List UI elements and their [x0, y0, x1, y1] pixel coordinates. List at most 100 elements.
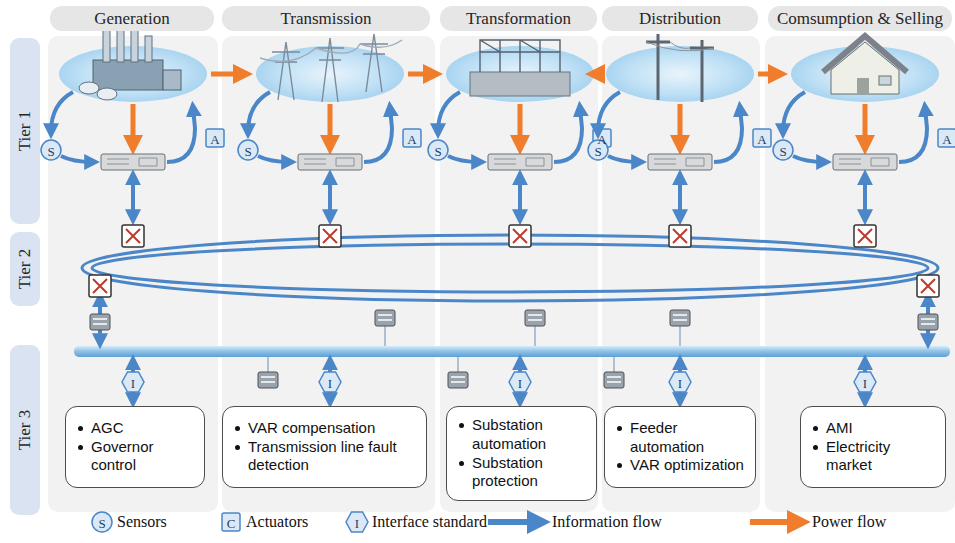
info-arrow	[608, 156, 640, 162]
info-arrow	[863, 178, 867, 218]
symbol-letter: A	[210, 132, 219, 145]
sensor-symbol	[238, 140, 258, 160]
power-flow-arrow	[863, 104, 868, 146]
interface-symbol	[319, 372, 341, 392]
stage-header: Transformation	[440, 6, 597, 31]
tier-label: Tier 1	[15, 111, 35, 151]
server-icon	[451, 376, 465, 378]
header-text: Generation	[94, 9, 170, 29]
controller-device	[488, 154, 552, 170]
server-icon	[375, 310, 395, 326]
router-icon	[323, 229, 337, 243]
info-arrow	[328, 178, 332, 218]
symbol-letter: S	[47, 144, 54, 157]
server-icon	[93, 323, 107, 325]
interface-symbol	[669, 372, 691, 392]
server-icon	[604, 372, 624, 388]
router-icon	[513, 229, 527, 243]
legend-sample	[92, 512, 112, 532]
server-icon	[918, 314, 938, 330]
bullet-text: AMI	[826, 419, 853, 438]
info-arrow	[863, 363, 867, 401]
tier-band: Tier 3	[10, 345, 40, 515]
bullet-dot	[617, 426, 622, 431]
bullet-row: Feeder automation	[617, 419, 745, 457]
controller-device	[494, 158, 544, 166]
bullet-row: VAR optimization	[617, 456, 745, 475]
info-arrow	[518, 178, 522, 218]
symbol-letter: I	[518, 376, 522, 389]
info-arrow	[518, 363, 522, 401]
bullet-text: VAR compensation	[248, 419, 375, 438]
stage-header: Comsumption & Selling	[768, 6, 952, 31]
legend-text: Sensors	[117, 513, 167, 531]
header-text: Distribution	[639, 9, 721, 29]
info-arrow	[167, 108, 195, 162]
tier-label: Tier 2	[15, 249, 35, 289]
server-link	[614, 357, 615, 372]
stage-header: Transmission	[222, 6, 430, 31]
router-icon	[89, 275, 111, 297]
controller-device	[298, 154, 362, 170]
symbol-letter: A	[942, 132, 951, 145]
info-arrow	[61, 156, 93, 162]
bullet-dot	[459, 461, 464, 466]
power-flow-arrow	[131, 104, 136, 146]
legend-sample	[488, 519, 540, 525]
server-icon	[261, 381, 275, 383]
bullet-row: VAR compensation	[235, 419, 416, 438]
site-halo	[606, 46, 754, 102]
bullet-row: Substation automation	[459, 416, 586, 454]
application-box: Feeder automationVAR optimization	[604, 406, 756, 488]
bullet-text: Electricity market	[826, 438, 935, 476]
symbol-letter: S	[244, 144, 251, 157]
symbol-letter: S	[434, 144, 441, 157]
bullet-text: Governor control	[91, 438, 194, 476]
actuator-symbol	[403, 129, 421, 147]
symbol-letter: I	[131, 376, 135, 389]
bullet-text: VAR optimization	[630, 456, 744, 475]
router-icon	[917, 275, 939, 297]
router-icon	[319, 225, 341, 247]
power-flow-arrow	[518, 104, 523, 146]
info-arrow	[328, 363, 332, 401]
server-link	[268, 357, 269, 372]
power-flow-arrow	[328, 104, 333, 146]
symbol-letter: I	[328, 376, 332, 389]
controller-device	[101, 154, 165, 170]
server-icon	[528, 319, 542, 321]
application-box: Substation automationSubstation protecti…	[446, 406, 597, 501]
legend-sample	[750, 519, 800, 525]
symbol-letter: S	[779, 144, 786, 157]
info-arrow	[131, 178, 135, 218]
symbol-letter: A	[407, 132, 416, 145]
application-box: AGCGovernor control	[65, 406, 205, 488]
router-icon	[858, 229, 872, 243]
power-flow-arrow	[678, 104, 683, 146]
header-text: Transmission	[280, 9, 371, 29]
interface-symbol	[854, 372, 876, 392]
info-arrow	[598, 92, 620, 132]
bullet-dot	[813, 445, 818, 450]
tier-band: Tier 1	[10, 38, 40, 224]
sensor-symbol	[41, 140, 61, 160]
power-flow-arrow	[211, 72, 244, 77]
actuator-symbol	[753, 129, 771, 147]
bullet-row: AMI	[813, 419, 935, 438]
symbol-letter: I	[863, 376, 867, 389]
symbol-letter: C	[227, 516, 236, 529]
server-icon	[451, 381, 465, 383]
info-arrow	[714, 108, 742, 162]
router-icon	[126, 229, 140, 243]
actuator-symbol	[206, 129, 224, 147]
controller-device	[654, 158, 704, 166]
stage-header: Distribution	[602, 6, 758, 31]
server-icon	[673, 314, 687, 316]
info-arrow	[364, 108, 392, 162]
info-arrow	[554, 108, 582, 162]
router-icon	[509, 225, 531, 247]
bullet-row: AGC	[78, 419, 194, 438]
info-arrow	[131, 363, 135, 401]
info-arrow	[248, 92, 270, 132]
